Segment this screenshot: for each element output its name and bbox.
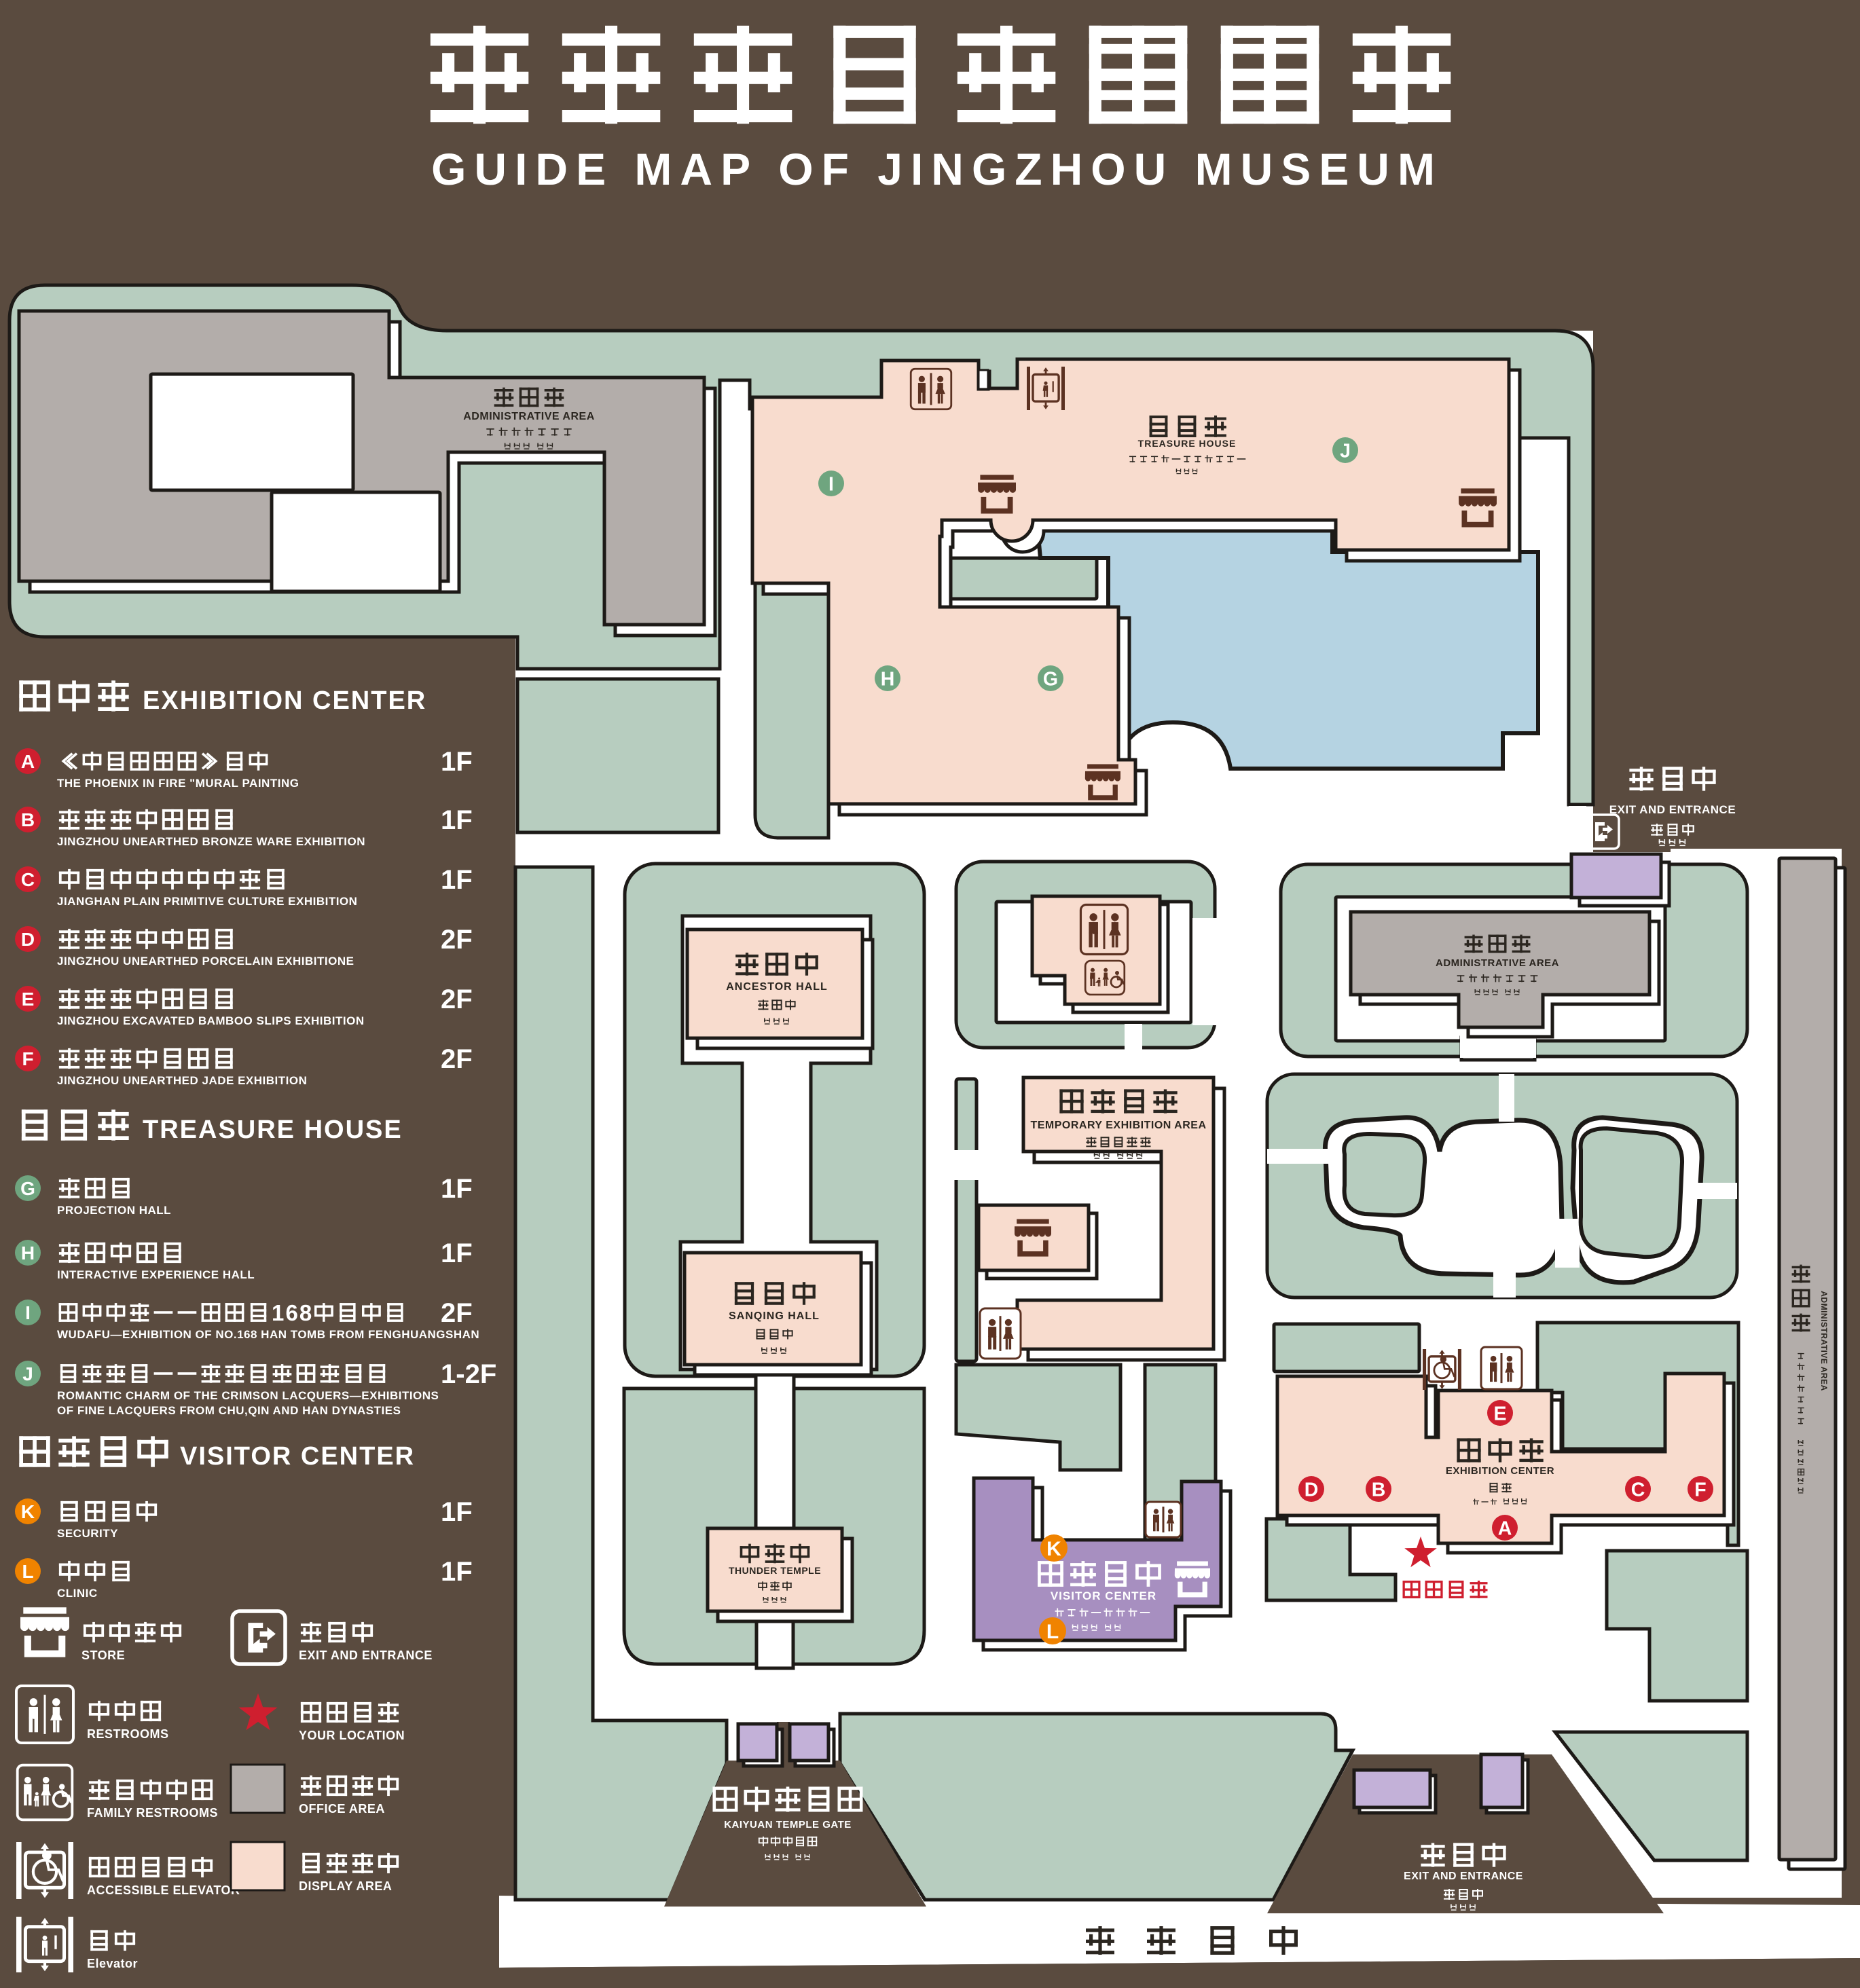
svg-text:2F: 2F bbox=[441, 984, 473, 1014]
svg-text:JINGZHOU EXCAVATED BAMBOO SLIP: JINGZHOU EXCAVATED BAMBOO SLIPS EXHIBITI… bbox=[57, 1014, 365, 1027]
svg-text:1-2F: 1-2F bbox=[441, 1359, 496, 1389]
svg-text:1F: 1F bbox=[441, 805, 473, 835]
svg-text:6: 6 bbox=[286, 1300, 298, 1325]
svg-text:JINGZHOU UNEARTHED JADE EXHIBI: JINGZHOU UNEARTHED JADE EXHIBITION bbox=[57, 1074, 307, 1087]
svg-text:C: C bbox=[1631, 1479, 1645, 1501]
svg-text:1F: 1F bbox=[441, 747, 473, 777]
svg-text:E: E bbox=[22, 989, 35, 1010]
svg-text:THUNDER TEMPLE: THUNDER TEMPLE bbox=[729, 1565, 821, 1576]
svg-text:J: J bbox=[1340, 440, 1351, 462]
svg-text:1F: 1F bbox=[441, 1238, 473, 1268]
svg-text:YOUR LOCATION: YOUR LOCATION bbox=[299, 1729, 405, 1742]
svg-text:ADMINISTRATIVE AREA: ADMINISTRATIVE AREA bbox=[1819, 1291, 1829, 1391]
svg-text:JIANGHAN PLAIN PRIMITIVE CULTU: JIANGHAN PLAIN PRIMITIVE CULTURE EXHIBIT… bbox=[57, 895, 357, 908]
svg-text:THE PHOENIX IN FIRE "MURAL PAI: THE PHOENIX IN FIRE "MURAL PAINTING bbox=[57, 777, 299, 790]
svg-text:ACCESSIBLE ELEVATOR: ACCESSIBLE ELEVATOR bbox=[87, 1883, 240, 1897]
svg-text:B: B bbox=[1372, 1479, 1386, 1501]
svg-text:D: D bbox=[1305, 1479, 1319, 1501]
svg-text:ADMINISTRATIVE AREA: ADMINISTRATIVE AREA bbox=[1436, 957, 1559, 969]
svg-text:8: 8 bbox=[299, 1300, 312, 1325]
svg-text:TREASURE HOUSE: TREASURE HOUSE bbox=[143, 1116, 403, 1144]
svg-text:ANCESTOR HALL: ANCESTOR HALL bbox=[726, 981, 828, 993]
svg-text:D: D bbox=[21, 929, 35, 950]
svg-text:CLINIC: CLINIC bbox=[57, 1587, 98, 1600]
svg-text:F: F bbox=[22, 1048, 33, 1069]
svg-text:L: L bbox=[22, 1561, 33, 1582]
svg-text:G: G bbox=[20, 1178, 35, 1199]
svg-text:I: I bbox=[25, 1302, 31, 1323]
svg-text:GUIDE MAP OF JINGZHOU MUSEUM: GUIDE MAP OF JINGZHOU MUSEUM bbox=[431, 144, 1443, 194]
svg-text:2F: 2F bbox=[441, 1044, 473, 1074]
svg-text:EXHIBITION CENTER: EXHIBITION CENTER bbox=[143, 686, 426, 715]
svg-text:H: H bbox=[21, 1242, 35, 1264]
svg-text:Elevator: Elevator bbox=[87, 1957, 138, 1970]
svg-text:L: L bbox=[1046, 1621, 1059, 1643]
svg-text:JINGZHOU UNEARTHED BRONZE WARE: JINGZHOU UNEARTHED BRONZE WARE EXHIBITIO… bbox=[57, 835, 365, 848]
svg-text:TEMPORARY EXHIBITION AREA: TEMPORARY EXHIBITION AREA bbox=[1030, 1120, 1206, 1131]
svg-text:STORE: STORE bbox=[81, 1649, 125, 1662]
svg-text:INTERACTIVE EXPERIENCE HALL: INTERACTIVE EXPERIENCE HALL bbox=[57, 1268, 255, 1281]
svg-text:TREASURE HOUSE: TREASURE HOUSE bbox=[1138, 438, 1237, 449]
svg-text:RESTROOMS: RESTROOMS bbox=[87, 1727, 169, 1741]
svg-text:PROJECTION HALL: PROJECTION HALL bbox=[57, 1204, 171, 1217]
svg-text:JINGZHOU UNEARTHED PORCELAIN E: JINGZHOU UNEARTHED PORCELAIN EXHIBITIONE bbox=[57, 955, 354, 968]
svg-text:VISITOR CENTER: VISITOR CENTER bbox=[1051, 1589, 1156, 1602]
svg-text:I: I bbox=[828, 473, 834, 495]
svg-text:EXIT AND ENTRANCE: EXIT AND ENTRANCE bbox=[1609, 803, 1736, 816]
svg-text:DISPLAY AREA: DISPLAY AREA bbox=[299, 1879, 392, 1893]
svg-text:C: C bbox=[21, 869, 35, 890]
svg-text:FAMILY RESTROOMS: FAMILY RESTROOMS bbox=[87, 1806, 218, 1820]
svg-text:A: A bbox=[21, 751, 35, 772]
svg-text:OFFICE AREA: OFFICE AREA bbox=[299, 1802, 385, 1816]
svg-text:1F: 1F bbox=[441, 1174, 473, 1204]
svg-text:ADMINISTRATIVE AREA: ADMINISTRATIVE AREA bbox=[463, 411, 595, 422]
svg-text:EXHIBITION CENTER: EXHIBITION CENTER bbox=[1446, 1465, 1554, 1477]
svg-text:SECURITY: SECURITY bbox=[57, 1527, 118, 1540]
svg-text:EXIT AND ENTRANCE: EXIT AND ENTRANCE bbox=[1404, 1871, 1523, 1882]
svg-text:A: A bbox=[1498, 1517, 1512, 1539]
svg-text:2F: 2F bbox=[441, 925, 473, 955]
svg-text:KAIYUAN TEMPLE GATE: KAIYUAN TEMPLE GATE bbox=[724, 1819, 852, 1830]
svg-text:K: K bbox=[21, 1501, 35, 1522]
svg-text:ROMANTIC CHARM OF THE CRIMSON: ROMANTIC CHARM OF THE CRIMSON LACQUERS—E… bbox=[57, 1389, 439, 1402]
svg-text:J: J bbox=[22, 1363, 33, 1384]
svg-text:1F: 1F bbox=[441, 1557, 473, 1587]
svg-text:1F: 1F bbox=[441, 865, 473, 895]
svg-text:WUDAFU—EXHIBITION OF NO.168 HA: WUDAFU—EXHIBITION OF NO.168 HAN TOMB FRO… bbox=[57, 1328, 479, 1341]
svg-text:K: K bbox=[1046, 1538, 1061, 1560]
svg-text:F: F bbox=[1694, 1479, 1706, 1501]
svg-text:G: G bbox=[1043, 668, 1058, 690]
svg-text:1: 1 bbox=[272, 1300, 284, 1325]
svg-text:VISITOR CENTER: VISITOR CENTER bbox=[180, 1442, 415, 1471]
svg-text:SANQING HALL: SANQING HALL bbox=[729, 1310, 820, 1322]
svg-text:OF FINE LACQUERS FROM CHU,QIN: OF FINE LACQUERS FROM CHU,QIN AND HAN DY… bbox=[57, 1404, 401, 1417]
svg-text:H: H bbox=[881, 668, 895, 690]
svg-text:E: E bbox=[1493, 1403, 1506, 1424]
svg-text:1F: 1F bbox=[441, 1497, 473, 1527]
svg-text:B: B bbox=[21, 809, 35, 830]
svg-text:EXIT AND ENTRANCE: EXIT AND ENTRANCE bbox=[299, 1649, 433, 1662]
svg-text:2F: 2F bbox=[441, 1298, 473, 1328]
